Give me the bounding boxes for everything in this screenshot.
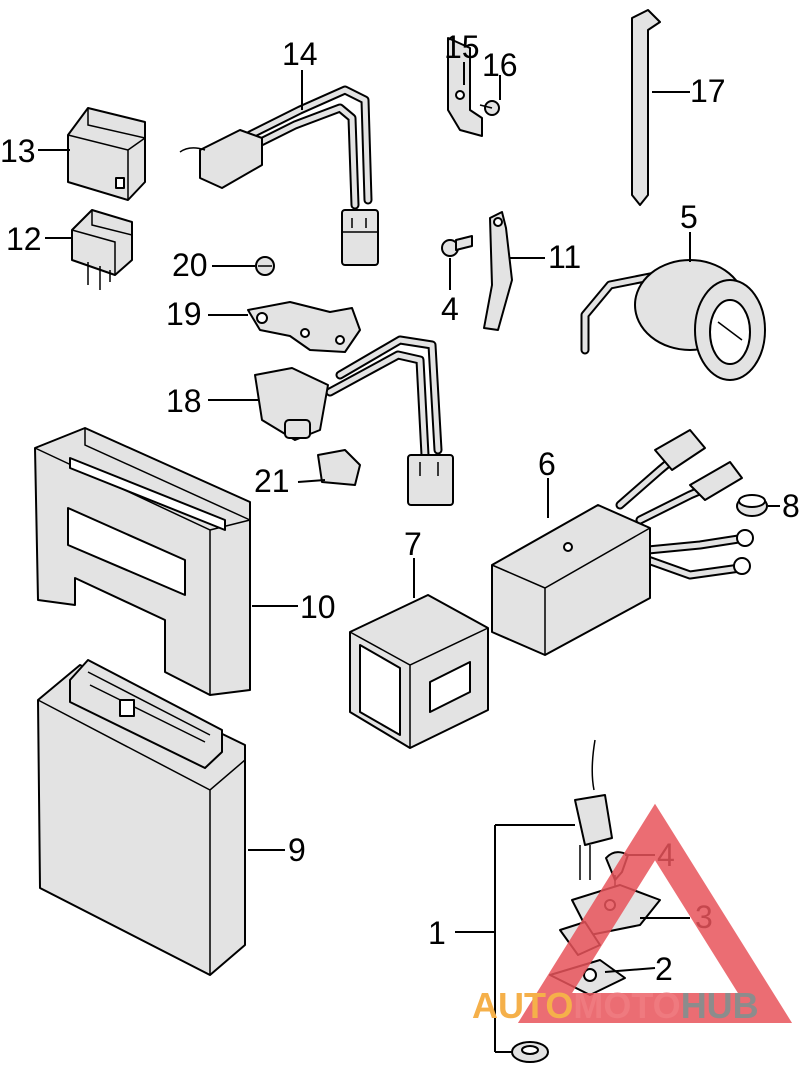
part-13-relay: [67, 107, 146, 201]
watermark-text-hub: HUB: [681, 985, 759, 1026]
callout-15: 15: [444, 29, 480, 65]
callout-8: 8: [782, 488, 800, 524]
callout-20: 20: [172, 247, 208, 283]
callout-2: 2: [655, 951, 673, 987]
part-14-switch-harness: [179, 85, 379, 266]
part-17-cable-tie: [631, 9, 661, 206]
callout-1: 1: [428, 915, 446, 951]
part-7-boot: [349, 594, 489, 749]
part-20-screw: [255, 256, 275, 276]
part-5-ignition-switch: [580, 259, 766, 381]
callout-10: 10: [300, 589, 336, 625]
part-12-relay: [71, 209, 133, 290]
part-9-ecu: [37, 659, 246, 976]
callout-5: 5: [680, 199, 698, 235]
callout-12: 12: [6, 221, 42, 257]
callout-21: 21: [254, 463, 290, 499]
callout-4-upper: 4: [441, 291, 459, 327]
callout-17: 17: [690, 73, 726, 109]
callout-14: 14: [282, 36, 318, 72]
callout-6: 6: [538, 446, 556, 482]
callout-19: 19: [166, 296, 202, 332]
svg-text:AUTOMOTOHUB: AUTOMOTOHUB: [472, 985, 759, 1026]
callout-7: 7: [404, 526, 422, 562]
callout-9: 9: [288, 832, 306, 868]
leader-lines: [38, 62, 780, 1053]
callout-13: 13: [0, 133, 36, 169]
callout-18: 18: [166, 383, 202, 419]
watermark-triangle: [517, 803, 793, 1023]
part-10-cover: [34, 427, 251, 696]
part-4-bolt-upper: [441, 235, 473, 257]
automotohub-watermark: AUTOMOTOHUB: [472, 803, 793, 1026]
part-8-cap: [736, 494, 768, 517]
part-16-screw: [479, 100, 500, 116]
watermark-text-moto: MOTO: [573, 985, 680, 1026]
callout-16: 16: [482, 47, 518, 83]
watermark-text-auto: AUTO: [472, 985, 573, 1026]
part-6-control-unit: [491, 429, 754, 656]
callout-11: 11: [548, 239, 581, 275]
part-15-bracket: [447, 37, 483, 137]
part-19-18-21-sensor-assembly: [247, 301, 454, 506]
part-11-clamp: [483, 211, 513, 331]
